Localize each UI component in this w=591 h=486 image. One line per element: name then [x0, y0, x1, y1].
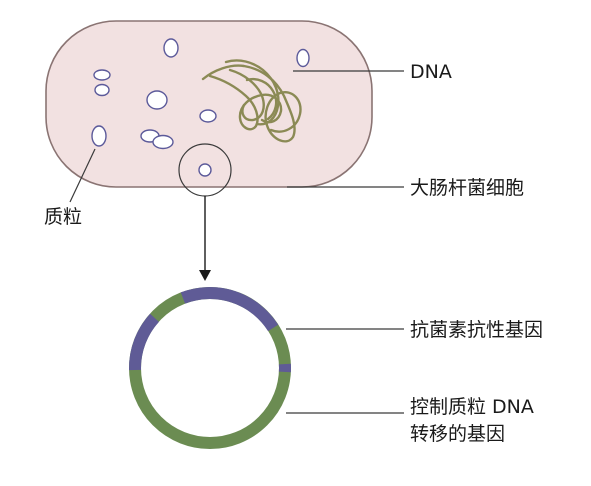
ecoli-cell-label: 大肠杆菌细胞 — [410, 177, 524, 199]
plasmid-ellipse — [91, 125, 107, 147]
plasmid-ellipse — [163, 38, 179, 58]
ring-segment-left — [129, 313, 160, 371]
ecoli-cell-body — [45, 20, 373, 188]
transfer-gene-label-line1: 控制质粒 DNA — [410, 396, 534, 418]
dna-label: DNA — [410, 61, 452, 83]
zoom-arrow-head — [199, 270, 211, 281]
plasmid-ellipse — [198, 163, 212, 177]
plasmid-ellipse — [146, 90, 168, 110]
plasmid-ellipse — [93, 69, 111, 81]
plasmid-ellipse — [199, 109, 217, 123]
plasmid-ellipse — [152, 134, 174, 150]
ring-segment-antibiotic-resistance — [180, 287, 279, 332]
transfer-gene-label-line2: 转移的基因 — [410, 423, 505, 445]
plasmid-ellipse — [296, 48, 310, 68]
plasmid-ellipse — [94, 83, 110, 97]
plasmids-in-cell — [91, 38, 310, 177]
plasmid-ring — [129, 287, 292, 449]
plasmid-leader-line — [69, 148, 96, 203]
antibiotic-gene-label: 抗菌素抗性基因 — [410, 319, 543, 341]
plasmid-label: 质粒 — [44, 206, 82, 228]
chromosomal-dna — [201, 59, 302, 143]
